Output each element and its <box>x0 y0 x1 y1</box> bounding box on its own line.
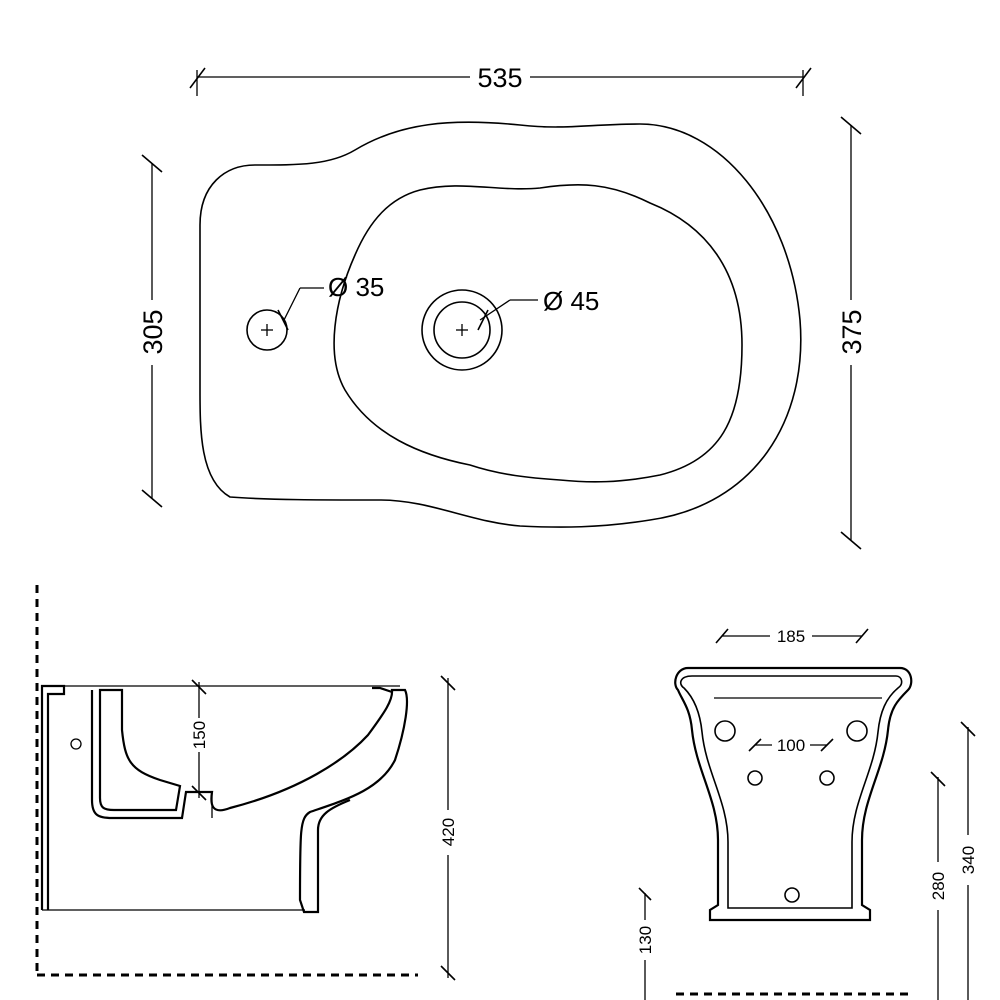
height-left-label: 305 <box>138 309 168 354</box>
width-dimension: 535 <box>189 63 812 96</box>
bowl-depth-dimension: 150 <box>190 679 209 801</box>
height-dimension: 420 <box>439 675 458 981</box>
top-view: Ø 35 Ø 45 535 305 <box>138 63 867 550</box>
dim-340: 340 <box>959 721 978 1000</box>
top-width-dimension: 185 <box>715 627 869 646</box>
dim-340-label: 340 <box>959 846 978 874</box>
drain-hole-outer <box>421 289 503 371</box>
large-hole-label: Ø 45 <box>543 286 599 316</box>
top-view-outline <box>199 121 802 528</box>
dim-280-label: 280 <box>929 872 948 900</box>
height-right-label: 375 <box>837 309 867 354</box>
side-view: 150 420 <box>35 585 458 981</box>
bowl-depth-label: 150 <box>190 721 209 749</box>
height-dim-label: 420 <box>439 818 458 846</box>
front-view: 185 100 130 <box>636 627 978 1000</box>
front-body-outline <box>674 666 913 922</box>
height-left-dimension: 305 <box>138 154 168 508</box>
drain-hole-inner <box>433 301 491 359</box>
dim-130-label: 130 <box>636 926 655 954</box>
hole-spacing-dimension: 100 <box>748 736 834 755</box>
small-hole-label: Ø 35 <box>328 272 384 302</box>
bowl-outline <box>333 184 743 483</box>
height-right-dimension: 375 <box>837 116 867 550</box>
dim-280: 280 <box>929 771 948 1000</box>
hole-spacing-label: 100 <box>777 736 805 755</box>
top-width-label: 185 <box>777 627 805 646</box>
dim-130: 130 <box>636 887 655 1000</box>
width-dim-label: 535 <box>477 63 522 93</box>
tap-hole-small <box>246 309 288 351</box>
side-body-outline <box>90 688 409 914</box>
small-hole-leader <box>283 287 301 321</box>
